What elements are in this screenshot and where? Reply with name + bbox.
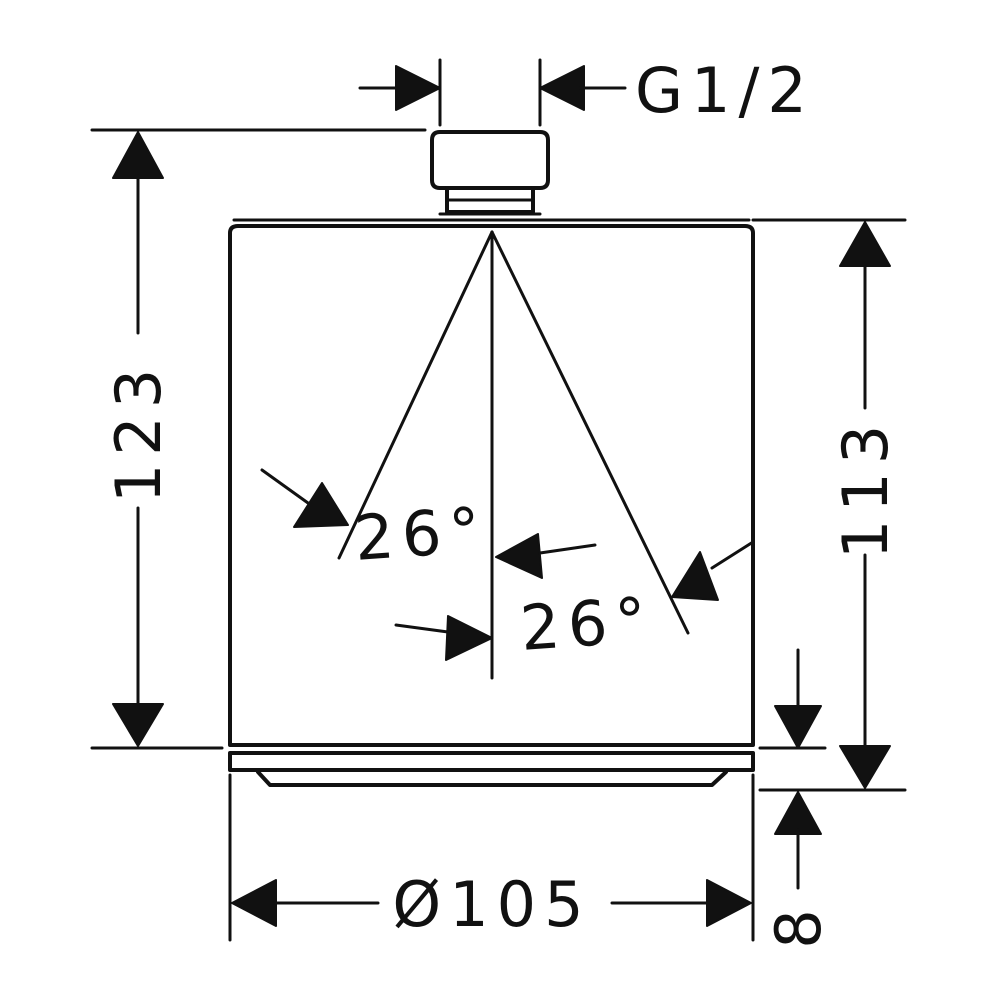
arrowhead-up-icon — [774, 791, 822, 835]
arrowhead-right-icon — [445, 615, 493, 661]
arrowhead-down-icon — [839, 745, 891, 789]
diameter-label: Ø105 — [392, 868, 591, 941]
arrowhead-icon — [293, 482, 349, 528]
spray-angle-left-callout: 26° — [260, 468, 597, 579]
thread-size-label: G1/2 — [635, 54, 815, 127]
arrowhead-down-icon — [112, 703, 164, 747]
shower-body — [228, 212, 755, 747]
spray-angle-right-callout: 26° — [394, 540, 755, 665]
body-height-dimension: 113 — [751, 218, 907, 792]
spray-angle-lines — [337, 230, 690, 680]
diameter-dimension: Ø105 — [228, 773, 755, 942]
overall-height-label: 123 — [102, 361, 175, 503]
spray-angle-left-label: 26° — [352, 493, 491, 575]
thread-size-dimension: G1/2 — [358, 54, 815, 127]
overall-height-dimension: 123 — [90, 128, 427, 750]
nozzle-height-label: 8 — [762, 901, 835, 948]
spray-nozzle-disc — [228, 751, 755, 787]
arrowhead-up-icon — [112, 131, 164, 179]
arrowhead-right-icon — [395, 65, 441, 111]
arrowhead-icon — [671, 551, 719, 601]
nozzle-height-dimension: 8 — [758, 648, 835, 949]
body-height-label: 113 — [829, 417, 902, 559]
arrowhead-left-icon — [231, 879, 277, 927]
arrowhead-left-icon — [495, 533, 543, 579]
spray-angle-right-label: 26° — [518, 583, 657, 665]
arrowhead-right-icon — [706, 879, 752, 927]
arrowhead-down-icon — [774, 705, 822, 749]
arrowhead-left-icon — [539, 65, 585, 111]
arrowhead-up-icon — [839, 221, 891, 267]
thread-connector — [430, 130, 550, 214]
